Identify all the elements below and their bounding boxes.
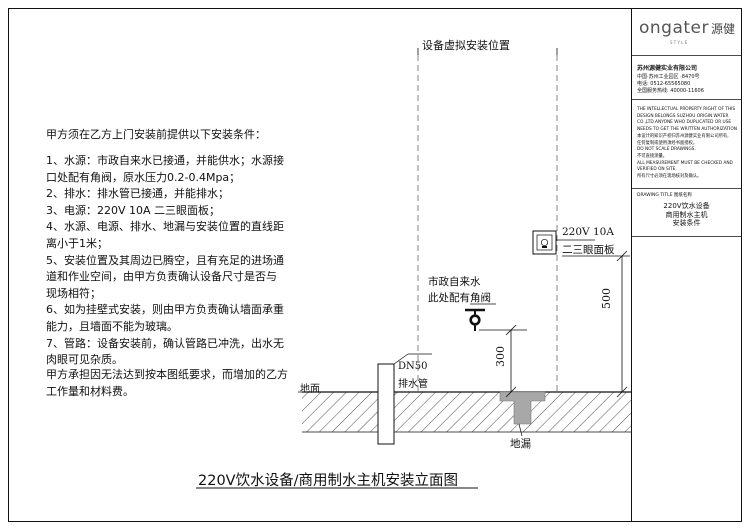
socket-label-spec: 220V 10A: [562, 226, 614, 238]
floor-drain: [499, 391, 546, 425]
main-title: 220V饮水设备/商用制水主机安装立面图: [198, 473, 458, 489]
brand-tagline: S T Y L E: [670, 40, 688, 45]
ground-label: 地面: [300, 384, 320, 395]
drawing-title-label: DRAWING TITLE 图纸名称: [637, 193, 692, 198]
socket-label-type: 二三眼面板: [562, 244, 615, 256]
condition-item: 1、水源：市政自来水已接通，并能供水；水源接口处配有角阀，原水压力0.2-0.4…: [46, 154, 284, 184]
water-label-1: 市政自来水: [428, 276, 481, 288]
condition-item: 6、如为挂壁式安装，则由甲方负责确认墙面承重能力，且墙面不能为玻璃。: [46, 303, 284, 333]
drain-pipe: [377, 363, 395, 445]
condition-item: 5、安装位置及其周边已腾空，且有充足的进场通道和作业空间，由甲方负责确认设备尺寸…: [46, 253, 284, 300]
ground-hatch: [302, 392, 631, 432]
condition-item: 3、电源：220V 10A 二三眼面板；: [46, 203, 221, 217]
company-name: 苏州源健实业有限公司: [637, 65, 698, 72]
company-address: 中国·苏州工业园区 ·8470号: [637, 74, 700, 80]
conditions-list: 1、水源：市政自来水已接通，并能供水；水源接口处配有角阀，原水压力0.2-0.4…: [46, 153, 286, 369]
condition-item: 4、水源、电源、排水、地漏与安装位置的直线距离小于1米；: [46, 220, 284, 250]
virtual-position-label: 设备虚拟安装位置: [422, 39, 510, 52]
drawing-title: 220V饮水设备 商用制水主机 安装条件: [663, 202, 710, 228]
drain-label-name: 排水管: [398, 379, 428, 390]
outer-frame: [8, 8, 742, 522]
company-tel: 电话: 0512-65565080: [637, 81, 691, 87]
condition-item: 7、管路：设备安装前，确认管路已冲洗，出水无肉眼可见杂质。: [46, 336, 284, 367]
notice-block: THE INTELLECTUAL PROPERTY RIGHT OF THIS …: [637, 107, 737, 180]
dimension-500: 500: [600, 288, 613, 309]
floor-drain-label: 地漏: [510, 438, 531, 450]
dimension-300: 300: [494, 346, 507, 367]
company-hotline: 全国服务热线: 40000-11606: [637, 88, 704, 94]
socket-icon: [540, 238, 549, 247]
drain-label-size: DN50: [398, 361, 428, 372]
condition-item: 2、排水：排水管已接通，并能排水；: [46, 187, 229, 201]
cost-footnote: 甲方承担因无法达到按本图纸要求，而增加的乙方工作量和材料费。: [46, 368, 288, 398]
conditions-intro: 甲方须在乙方上门安装前提供以下安装条件：: [46, 128, 266, 141]
angle-valve-icon: [469, 314, 481, 326]
water-label-2: 此处配有角阀: [428, 292, 491, 304]
